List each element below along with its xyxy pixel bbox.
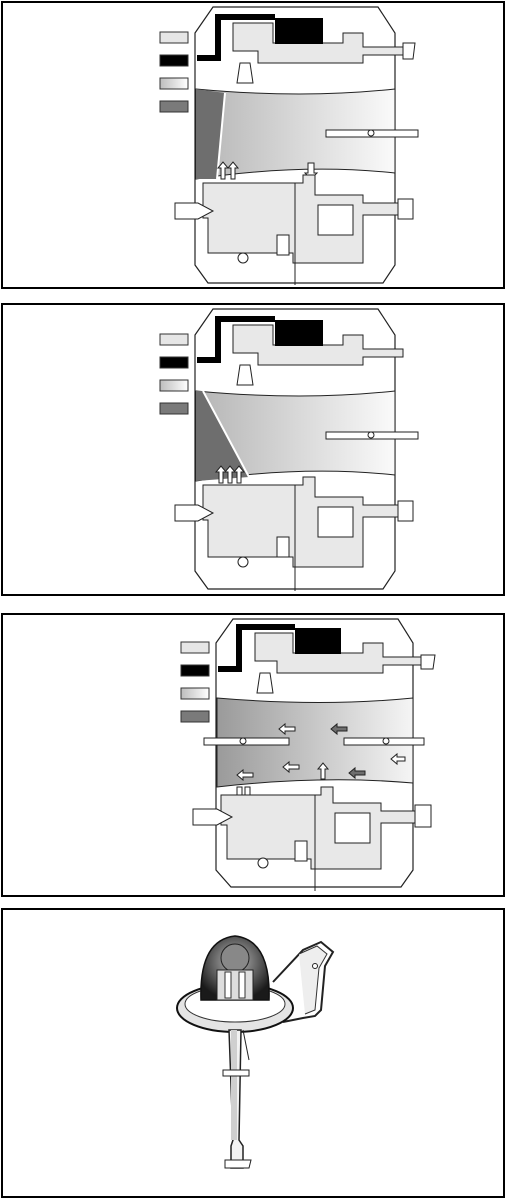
- lower-window: [318, 205, 353, 235]
- legend-swatch-dark: [160, 403, 188, 414]
- diagram-panel-1: [1, 1, 505, 289]
- diagram-panel-4: [1, 908, 505, 1198]
- valve-upper: [237, 63, 253, 83]
- lower-window: [335, 813, 370, 843]
- inner-post-right: [239, 972, 245, 998]
- bracket-hole: [313, 964, 318, 969]
- legend-swatch-light: [160, 32, 188, 43]
- rod-pivot: [368, 432, 374, 438]
- lower-window: [318, 507, 353, 537]
- pressure-regulator-diagram-3: [3, 615, 503, 895]
- legend-swatch-gradient: [160, 380, 188, 391]
- black-block: [275, 320, 323, 346]
- diagram-panel-2: [1, 303, 505, 596]
- rod-pivot: [368, 130, 374, 136]
- valve-upper: [257, 673, 273, 693]
- fitting-right-upper: [403, 43, 415, 59]
- valve-upper: [237, 365, 253, 385]
- fitting-right-lower: [398, 501, 413, 521]
- inner-post-left: [225, 972, 231, 998]
- fitting-right-lower: [398, 199, 413, 219]
- legend-swatch-gradient: [160, 78, 188, 89]
- rod-pivot-left: [240, 738, 246, 744]
- black-block: [275, 18, 323, 44]
- inner-housing: [217, 970, 253, 1000]
- fitting-right-upper: [421, 655, 435, 669]
- filter-element: [221, 944, 249, 972]
- diagram-panel-3: [1, 613, 505, 897]
- legend-swatch-black: [160, 357, 188, 368]
- ball-valve: [258, 858, 268, 868]
- pressure-regulator-diagram-1: [3, 3, 503, 287]
- flow-arrows: [216, 466, 244, 483]
- pressure-regulator-diagram-2: [3, 305, 503, 594]
- legend-swatch-dark: [160, 101, 188, 112]
- legend-swatch-black: [181, 665, 209, 676]
- rod-pivot-right: [383, 738, 389, 744]
- legend-swatch-light: [181, 642, 209, 653]
- legend-swatch-gradient: [181, 688, 209, 699]
- legend-swatch-dark: [181, 711, 209, 722]
- tube-wire: [243, 1030, 249, 1060]
- rod-left: [204, 738, 289, 745]
- fitting-right-lower: [415, 805, 431, 827]
- legend-swatch-black: [160, 55, 188, 66]
- spring: [277, 235, 289, 255]
- tube-clip: [223, 1070, 249, 1076]
- spring: [295, 841, 307, 861]
- regulator-component-illustration: [3, 910, 503, 1196]
- ball-valve: [238, 557, 248, 567]
- legend-swatch-light: [160, 334, 188, 345]
- tube-end-fitting: [225, 1160, 251, 1168]
- ball-valve: [238, 253, 248, 263]
- black-block: [295, 628, 341, 654]
- spring: [277, 537, 289, 557]
- tube-shade: [231, 1030, 237, 1140]
